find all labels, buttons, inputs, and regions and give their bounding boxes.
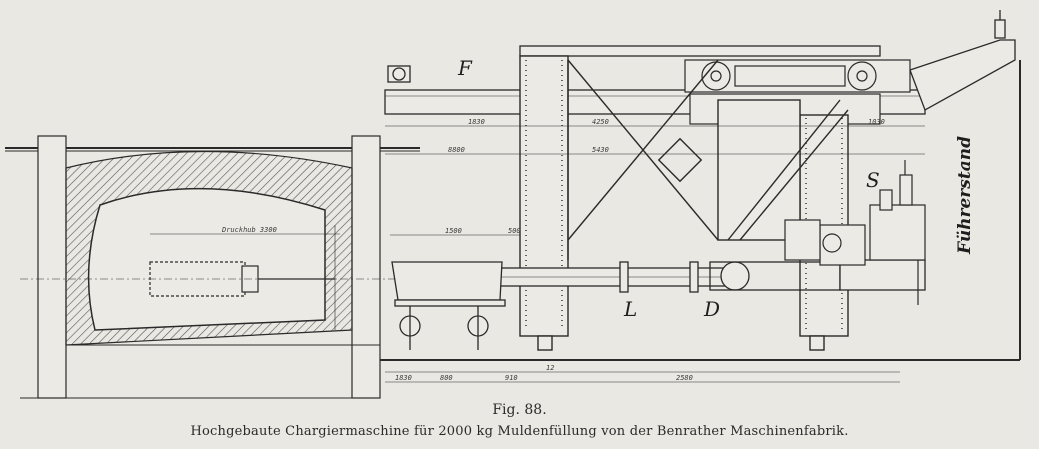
label-L: L bbox=[624, 297, 638, 321]
label-D: D bbox=[704, 297, 721, 321]
dimension-label: 8800 bbox=[448, 146, 465, 154]
dimension-label: 4250 bbox=[592, 118, 609, 126]
figure-caption: Hochgebaute Chargiermaschine für 2000 kg… bbox=[190, 424, 849, 439]
dimension-label: 5430 bbox=[592, 146, 609, 154]
dimension-label: Druckhub 3300 bbox=[222, 226, 277, 234]
dimension-label: 1830 bbox=[395, 374, 412, 382]
dimension-lines bbox=[385, 125, 925, 236]
dimension-label: 500 bbox=[508, 227, 521, 235]
dimension-label: 800 bbox=[440, 374, 453, 382]
dimension-label: 12 bbox=[546, 364, 555, 372]
figure-number: Fig. 88. bbox=[492, 402, 547, 418]
engineering-drawing bbox=[5, 10, 1021, 399]
label-fuehrerstand: Führerstand bbox=[955, 136, 975, 254]
operator-cab bbox=[784, 160, 926, 305]
label-F: F bbox=[458, 56, 472, 80]
label-S: S bbox=[866, 168, 880, 192]
furnace-section bbox=[5, 135, 540, 399]
ground-line bbox=[380, 60, 1021, 383]
dimension-label: 2580 bbox=[676, 374, 693, 382]
charging-box bbox=[391, 261, 506, 350]
dimension-label: 1030 bbox=[868, 118, 885, 126]
dimension-label: 1830 bbox=[468, 118, 485, 126]
dimension-label: 1500 bbox=[445, 227, 462, 235]
dimension-label: 910 bbox=[505, 374, 518, 382]
